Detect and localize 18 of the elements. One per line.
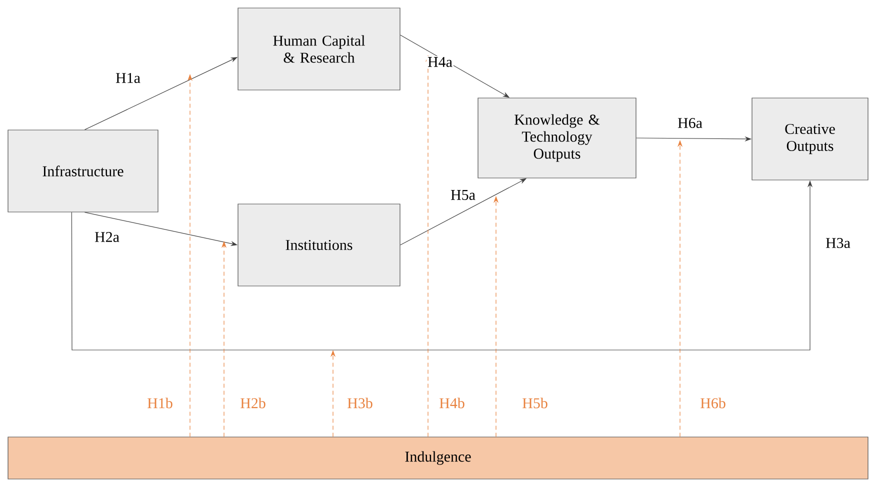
edge-label: H6a bbox=[676, 116, 704, 130]
edge-label: H4a bbox=[426, 56, 454, 68]
edge-label: H4b bbox=[438, 396, 466, 410]
edge-label: H1a bbox=[114, 72, 142, 84]
edge-label: H3a bbox=[824, 236, 852, 250]
construct-box: Human Capital & Research bbox=[238, 8, 400, 90]
construct-box: Knowledge & Technology Outputs bbox=[478, 98, 636, 178]
edge-label: H1b bbox=[146, 396, 174, 410]
edge-label: H5a bbox=[450, 189, 476, 201]
construct-box: Creative Outputs bbox=[752, 98, 868, 180]
construct-box: Institutions bbox=[238, 204, 400, 286]
edge-label: H2b bbox=[239, 396, 267, 410]
edge-label: H3b bbox=[346, 396, 374, 410]
moderator-band: Indulgence bbox=[8, 436, 868, 480]
edge-label: H5b bbox=[521, 396, 549, 410]
edge-label: H6b bbox=[699, 396, 727, 410]
edge-label: H2a bbox=[94, 230, 120, 244]
construct-box: Infrastructure bbox=[8, 130, 158, 212]
